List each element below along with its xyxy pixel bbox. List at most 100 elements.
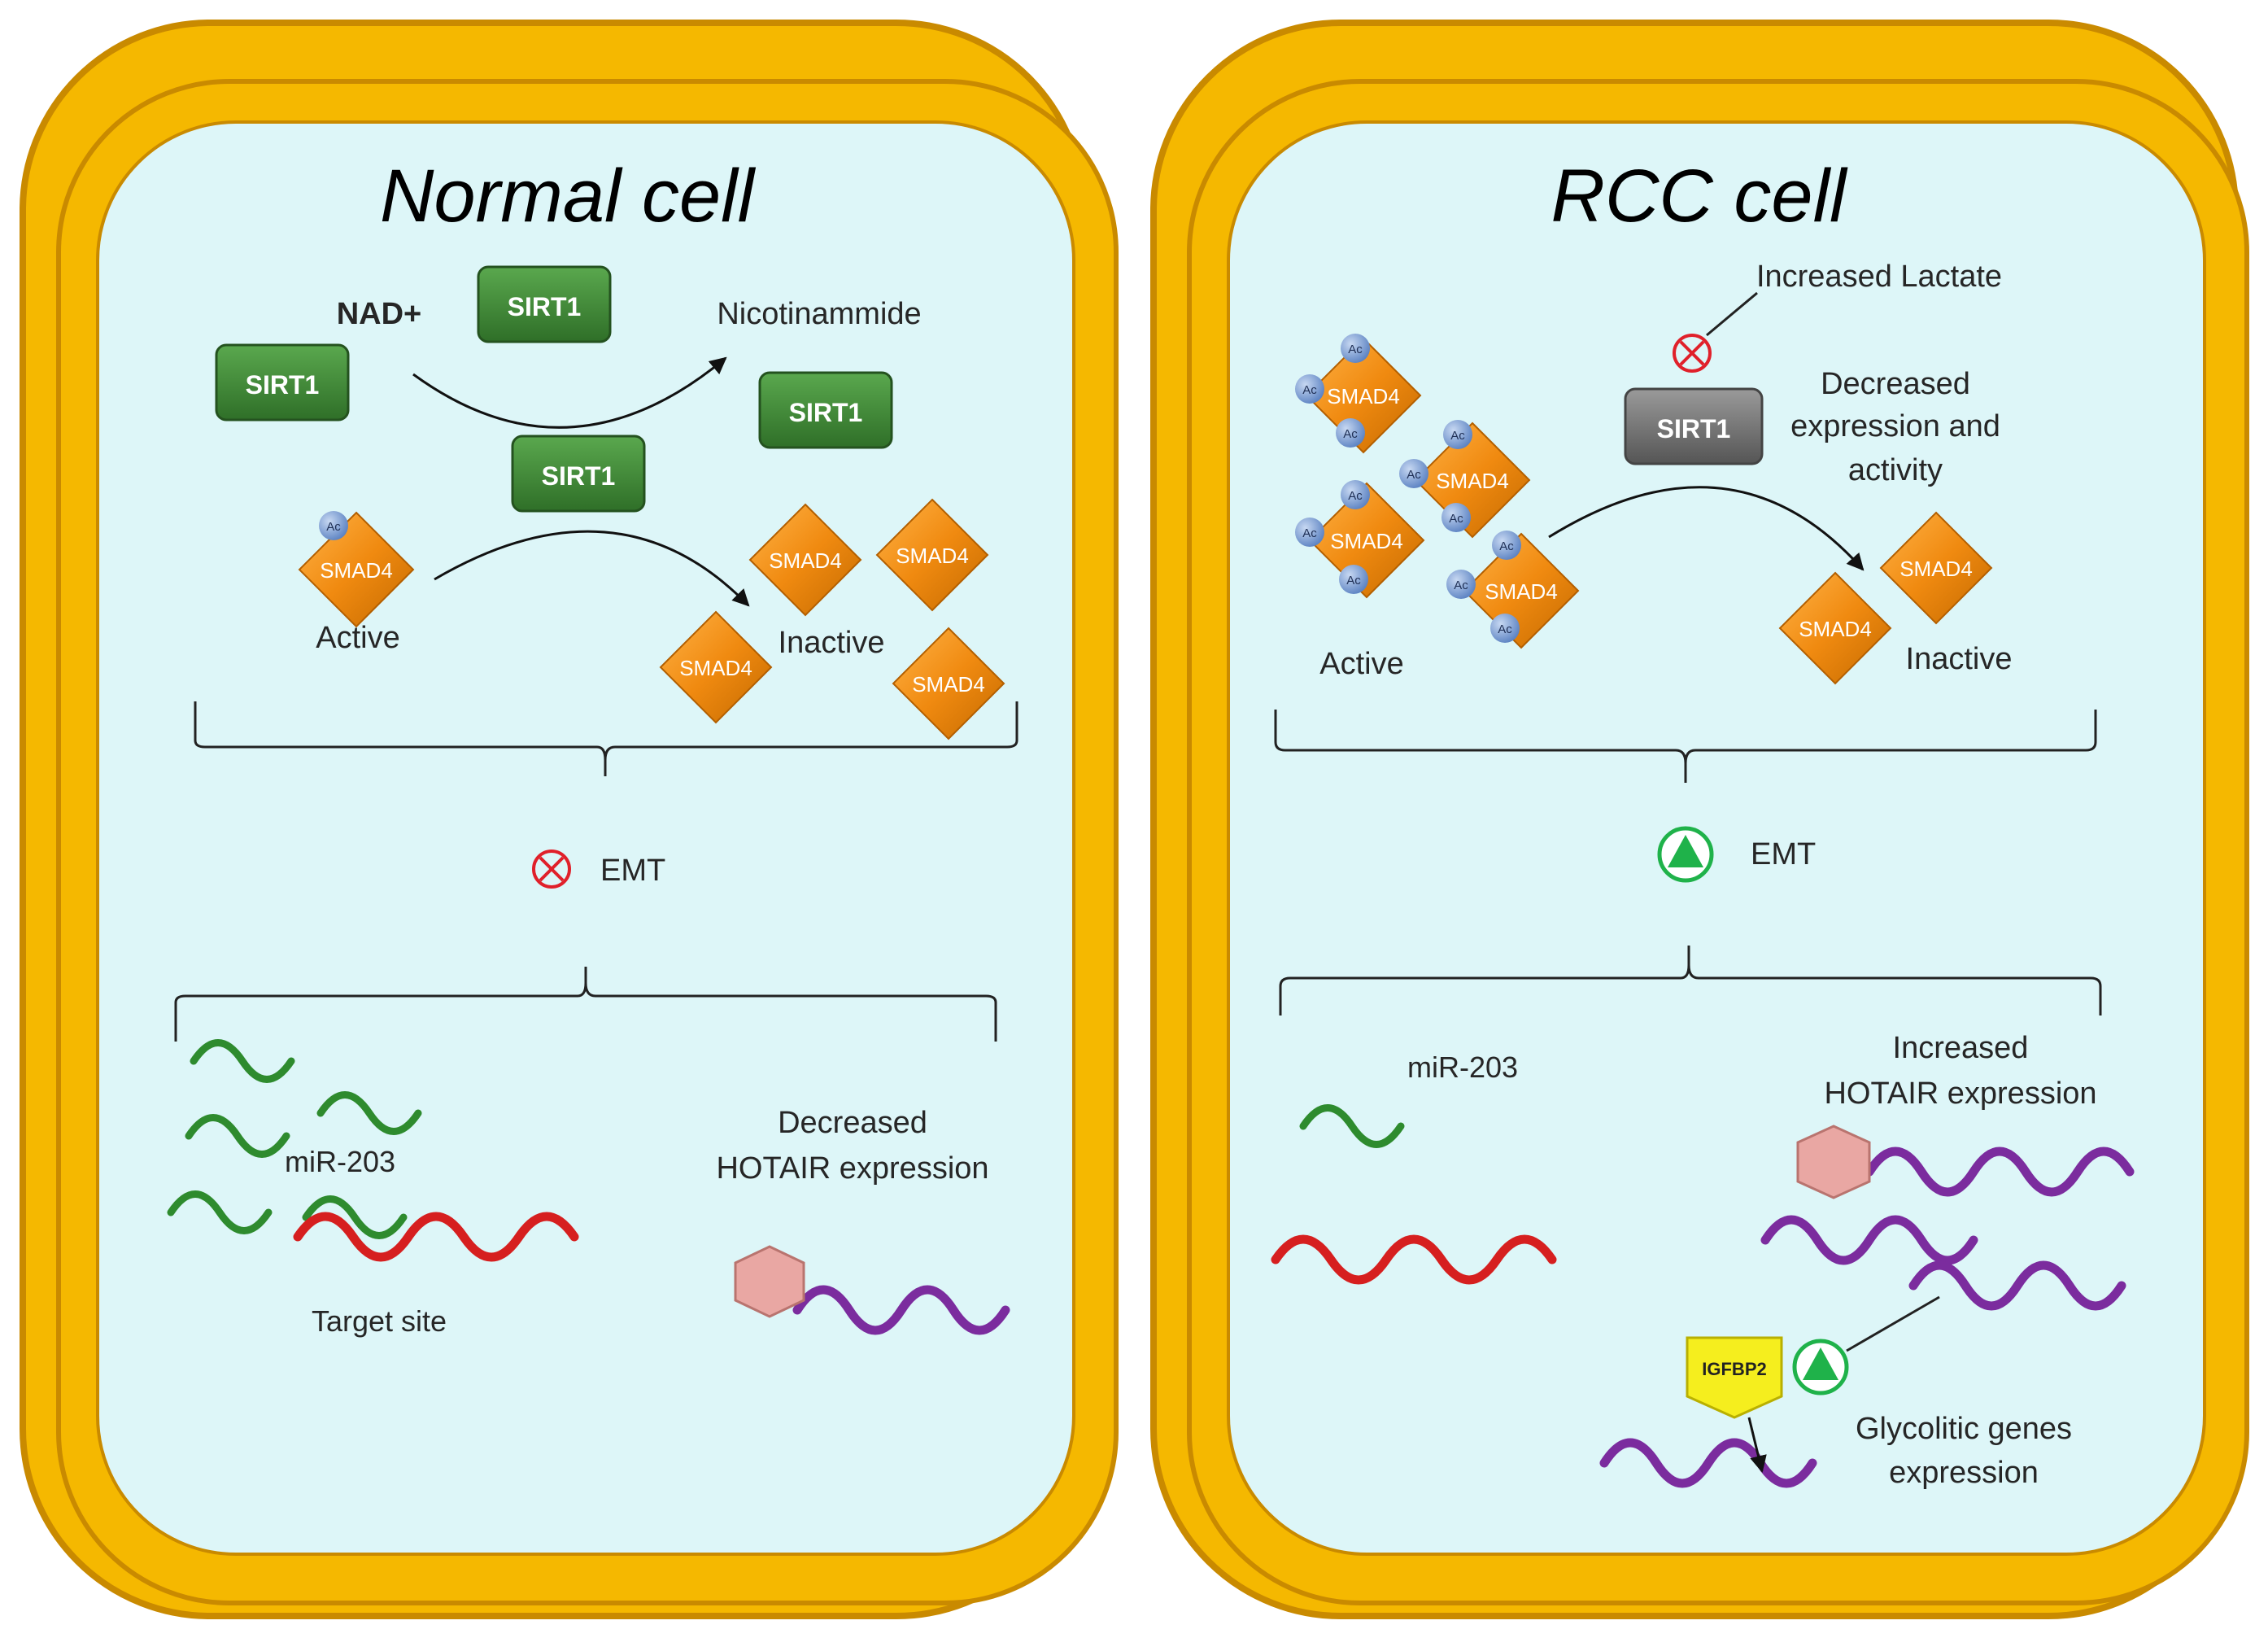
protein-hexagon-icon [734, 1245, 805, 1318]
protein-hexagon-icon [1796, 1125, 1871, 1199]
svg-text:SMAD4: SMAD4 [320, 558, 393, 583]
emt-label: EMT [1751, 837, 1816, 871]
cytoplasm [96, 120, 1075, 1556]
rna-strand-icon [316, 1091, 422, 1135]
rna-strand-icon [1908, 1260, 2126, 1311]
svg-text:SMAD4: SMAD4 [912, 672, 985, 697]
svg-text:Ac: Ac [1407, 468, 1421, 482]
rna-strand-icon [302, 1195, 408, 1239]
deacetylation-arrow [412, 356, 727, 429]
hotair-label-line1: Increased [1893, 1031, 2029, 1065]
acetyl-group-icon [1295, 374, 1324, 404]
svg-text:SMAD4: SMAD4 [1799, 617, 1872, 641]
svg-text:Ac: Ac [1343, 427, 1358, 441]
svg-text:SIRT1: SIRT1 [1657, 414, 1731, 443]
svg-text:SIRT1: SIRT1 [246, 370, 320, 400]
summary-brace [1279, 946, 2102, 1015]
svg-text:Ac: Ac [1346, 574, 1361, 587]
igfbp2-tag: IGFBP2 [1686, 1336, 1783, 1419]
emt-label: EMT [600, 854, 665, 888]
hotair-label-line2: HOTAIR expression [716, 1151, 988, 1186]
glyco-label-line2: expression [1889, 1456, 2039, 1490]
activation-triangle-icon [1792, 1339, 1849, 1395]
summary-brace [174, 967, 997, 1042]
acetyl-group-icon [1341, 480, 1370, 509]
smad4-deacetylation-arrow [434, 530, 750, 607]
inactive-label: Inactive [1906, 642, 2013, 676]
nad-label: NAD+ [337, 297, 422, 331]
acetyl-group-icon [319, 511, 348, 540]
svg-text:SIRT1: SIRT1 [508, 292, 582, 321]
target-rna-strand [1271, 1234, 1557, 1285]
summary-brace [1274, 710, 2097, 783]
smad4-inactive: SMAD4 [875, 498, 989, 612]
sirt1-box: SIRT1 [758, 371, 893, 449]
activation-triangle-icon [1657, 826, 1714, 883]
svg-text:Ac: Ac [1302, 383, 1317, 397]
nicotinamide-label: Nicotinammide [717, 297, 921, 331]
hotair-rna-group [1599, 1147, 2135, 1488]
rna-strand-icon [185, 1114, 290, 1158]
sirt1-decreased-box: SIRT1 [1624, 387, 1764, 465]
igfbp2-arrow [1747, 1417, 1767, 1474]
svg-text:SIRT1: SIRT1 [542, 461, 616, 491]
svg-text:SMAD4: SMAD4 [1330, 529, 1403, 553]
acetyl-group-icon [1295, 518, 1324, 547]
svg-text:SMAD4: SMAD4 [1327, 384, 1400, 408]
acetyl-group-icon [1399, 459, 1428, 488]
rna-strand-icon [190, 1039, 295, 1083]
normal-cell-title: Normal cell [380, 155, 757, 238]
rna-strand-icon [1760, 1215, 1978, 1265]
mir-label: miR-203 [1407, 1050, 1518, 1084]
hotair-rna-strand [792, 1285, 1010, 1335]
svg-text:Ac: Ac [1348, 489, 1363, 503]
svg-text:Ac: Ac [1498, 622, 1512, 636]
mir-label: miR-203 [285, 1145, 395, 1178]
mirna-group [167, 1039, 422, 1239]
rna-strand-icon [1299, 1104, 1405, 1148]
activation-line [1846, 1295, 1940, 1352]
smad4-inactive: SMAD4 [1879, 511, 1993, 625]
smad4-active: SMAD4 Ac Ac Ac [1446, 531, 1580, 649]
smad4-active: SMAD4 Ac [298, 511, 415, 628]
svg-text:SMAD4: SMAD4 [896, 544, 969, 568]
svg-text:Ac: Ac [1450, 429, 1465, 443]
summary-brace [194, 701, 1018, 776]
target-rna-strand [293, 1212, 579, 1262]
sirt1-box: SIRT1 [477, 265, 612, 343]
svg-text:Ac: Ac [1454, 579, 1468, 592]
normal-cell-panel [20, 20, 1119, 1619]
svg-text:Ac: Ac [326, 520, 341, 534]
svg-text:SIRT1: SIRT1 [789, 398, 863, 427]
svg-text:Ac: Ac [1499, 539, 1514, 553]
inhibition-symbol-icon [532, 850, 571, 889]
smad4-inactive: SMAD4 [659, 610, 773, 724]
svg-text:SMAD4: SMAD4 [679, 656, 752, 680]
rcc-cell-title: RCC cell [1551, 155, 1848, 238]
acetyl-group-icon [1490, 614, 1520, 643]
decreased-label-line1: Decreased [1821, 367, 1970, 401]
inactive-label: Inactive [779, 626, 885, 660]
smad4-deacetylation-arrow [1548, 486, 1865, 571]
svg-text:SMAD4: SMAD4 [1485, 579, 1558, 604]
svg-text:SMAD4: SMAD4 [1436, 469, 1509, 493]
smad4-inactive: SMAD4 [748, 503, 862, 617]
active-label: Active [316, 621, 399, 655]
hotair-label-line1: Decreased [778, 1106, 927, 1140]
target-site-label: Target site [312, 1304, 447, 1338]
acetyl-group-icon [1336, 418, 1365, 448]
acetyl-group-icon [1443, 420, 1472, 449]
smad4-inactive: SMAD4 [892, 627, 1005, 740]
decreased-label-line2: expression and [1790, 409, 2000, 443]
sirt1-box: SIRT1 [215, 343, 350, 421]
svg-text:SMAD4: SMAD4 [769, 548, 842, 573]
acetyl-group-icon [1339, 565, 1368, 594]
smad4-active: SMAD4 Ac Ac Ac [1399, 420, 1531, 539]
svg-text:Ac: Ac [1302, 526, 1317, 540]
smad4-active: SMAD4 Ac Ac Ac [1295, 334, 1422, 454]
smad4-active: SMAD4 Ac Ac Ac [1295, 480, 1425, 599]
svg-text:Ac: Ac [1449, 512, 1463, 526]
acetyl-group-icon [1341, 334, 1370, 363]
sirt1-box: SIRT1 [511, 435, 646, 513]
